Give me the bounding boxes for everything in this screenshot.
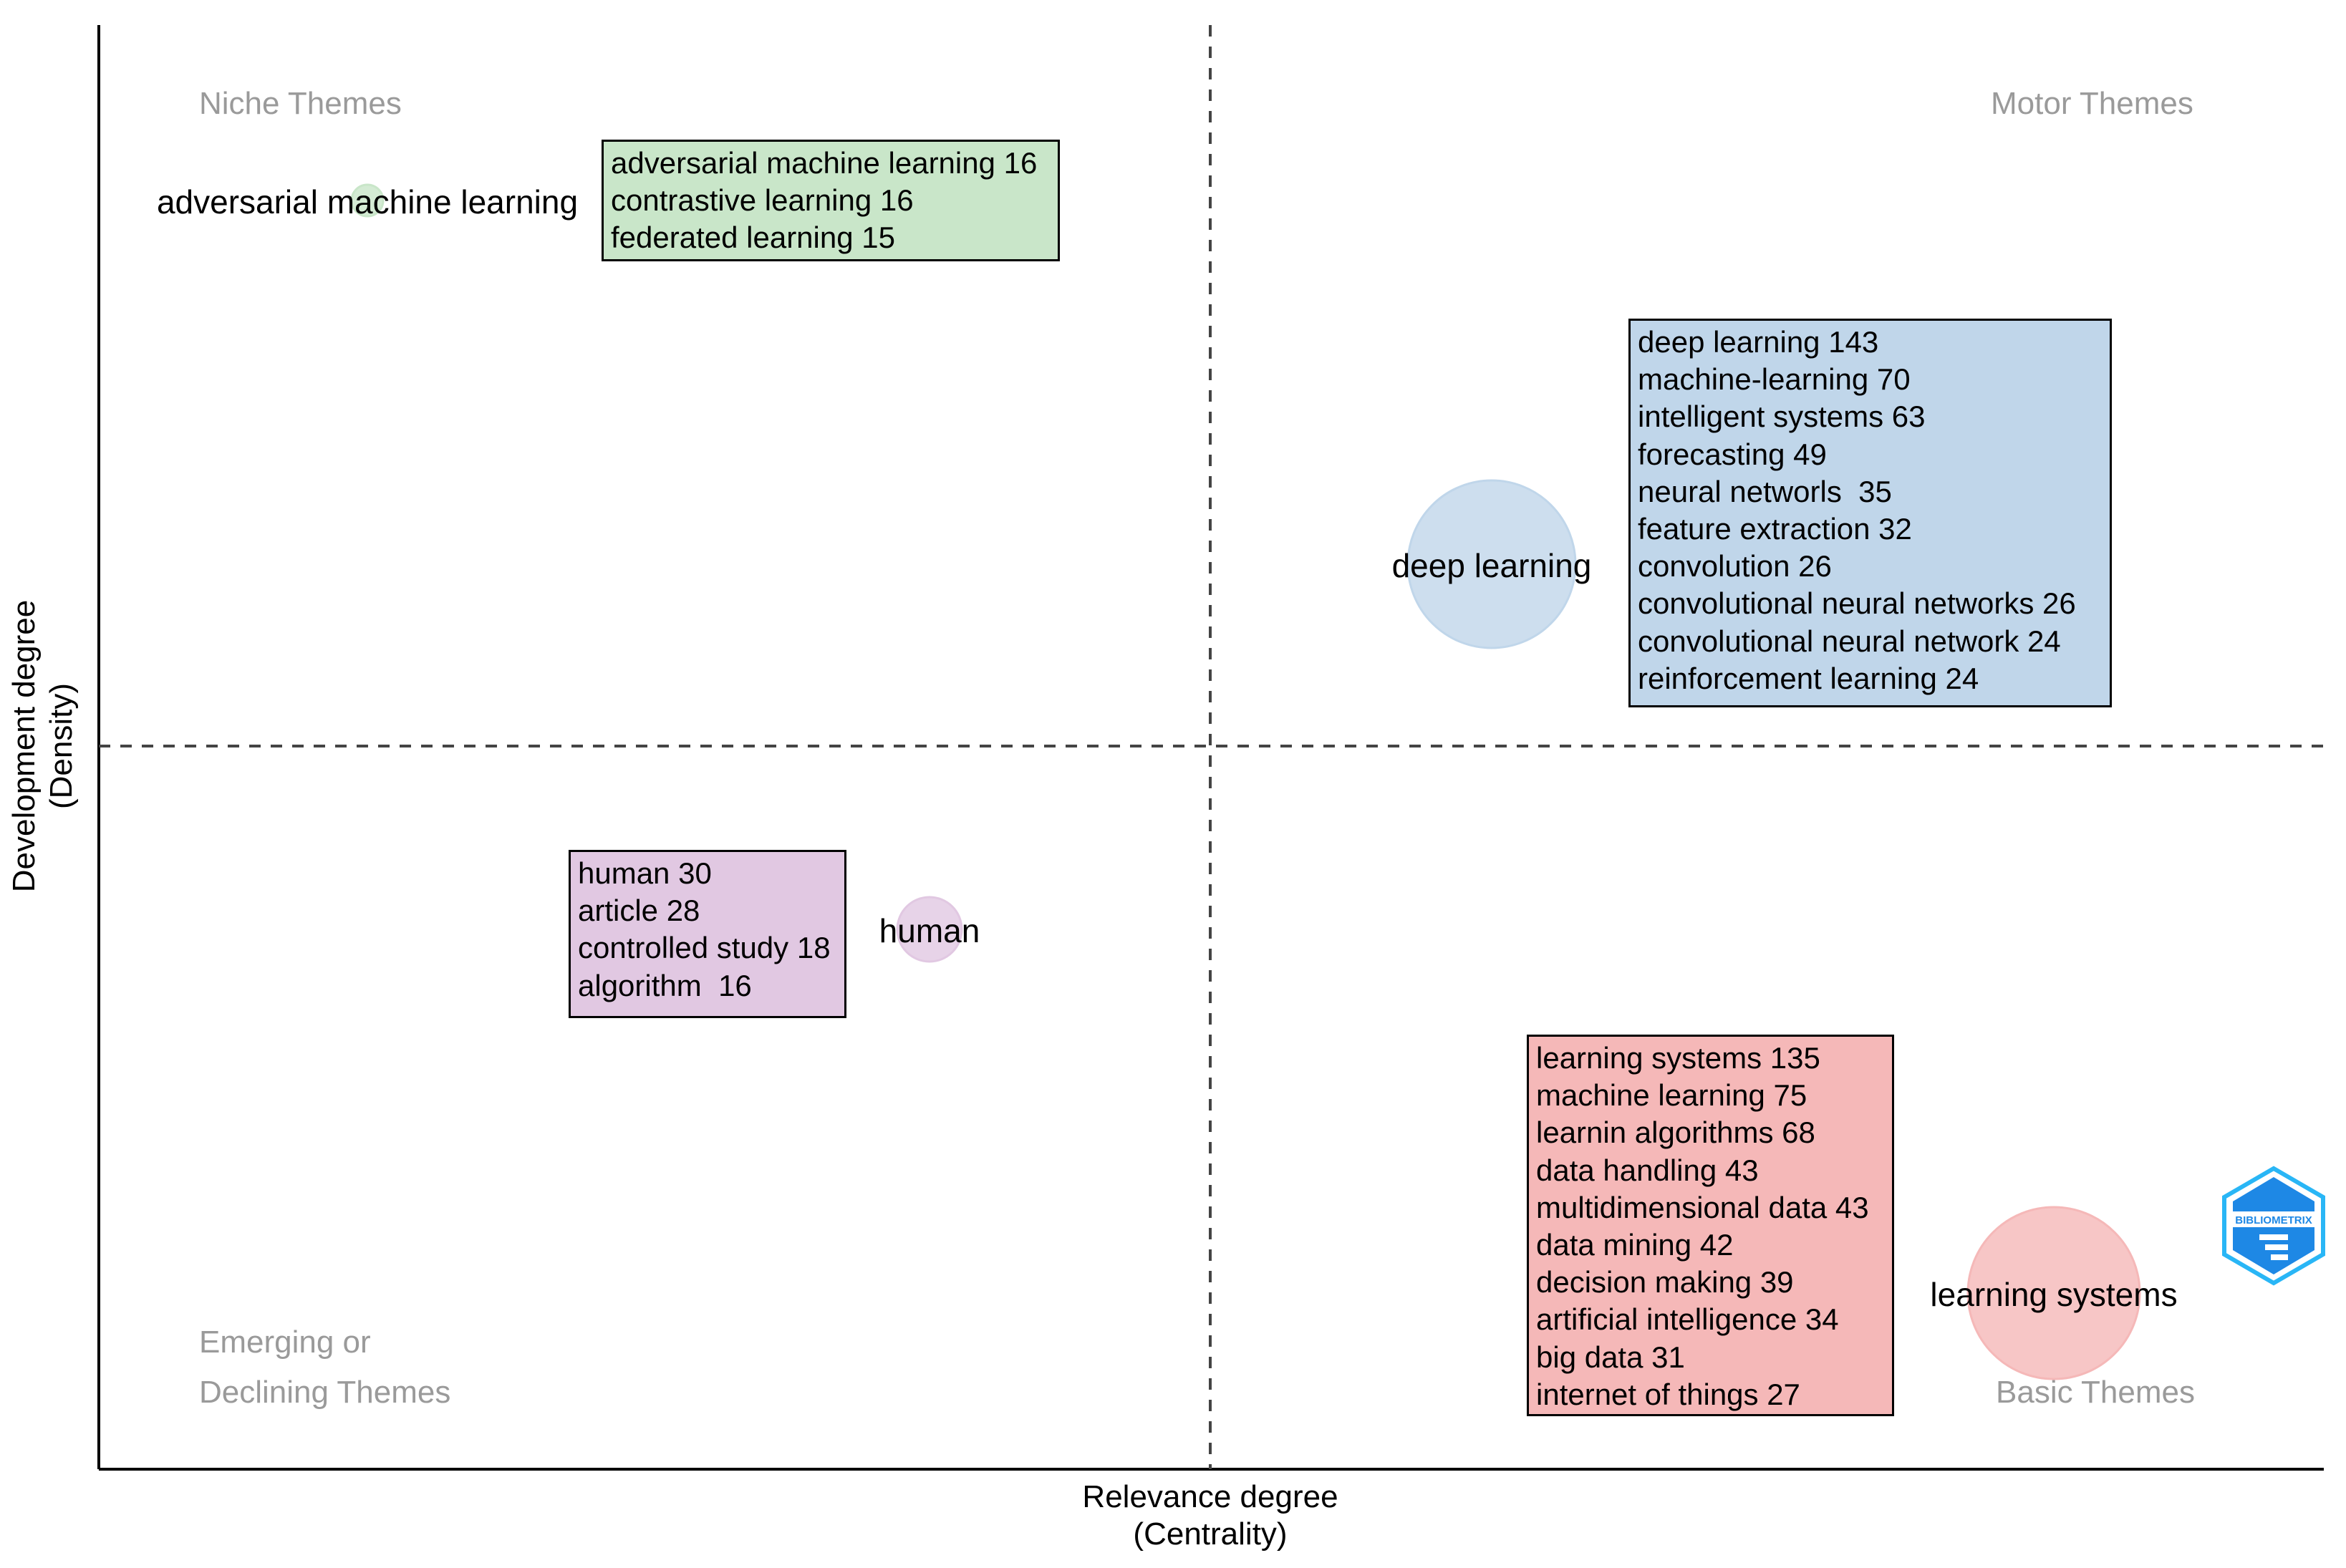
cluster-term: learnin algorithms 68 [1536, 1115, 1815, 1150]
cluster-term: learning systems 135 [1536, 1041, 1820, 1075]
cluster-term: controlled study 18 [578, 931, 831, 965]
cluster-term: internet of things 27 [1536, 1377, 1800, 1411]
cluster-term: machine-learning 70 [1638, 362, 1911, 397]
quadrant-top-left: Niche Themes [199, 79, 402, 129]
quadrant-bottom-right: Basic Themes [1996, 1368, 2195, 1418]
cluster-term: algorithm 16 [578, 968, 752, 1002]
quadrant-label: Declining Themes [199, 1375, 451, 1410]
cluster-term: reinforcement learning 24 [1638, 661, 1979, 695]
cluster-term: convolution 26 [1638, 549, 1832, 584]
bubble-label-learning-systems: learning systems [1930, 1276, 2178, 1313]
cluster-term: human 30 [578, 856, 712, 890]
cluster-term: convolutional neural network 24 [1638, 624, 2061, 658]
cluster-term: adversarial machine learning 16 [611, 146, 1038, 180]
cluster-term: decision making 39 [1536, 1265, 1794, 1300]
quadrant-label: Motor Themes [1991, 86, 2193, 121]
bubble-label-human: human [879, 912, 980, 949]
cluster-term: forecasting 49 [1638, 437, 1827, 471]
cluster-term: federated learning 15 [611, 221, 895, 255]
cluster-term: convolutional neural networks 26 [1638, 586, 2076, 621]
cluster-term: machine learning 75 [1536, 1078, 1807, 1113]
cluster-term: data mining 42 [1536, 1228, 1734, 1262]
y-axis-title: Development degree (Density) [6, 599, 79, 893]
bubble-label-deep-learning: deep learning [1391, 547, 1592, 584]
bibliometrix-logo: BIBLIOMETRIX [2222, 1166, 2325, 1286]
cluster-term: artificial intelligence 34 [1536, 1302, 1839, 1337]
cluster-term: intelligent systems 63 [1638, 400, 1926, 434]
cluster-bubble [896, 896, 963, 963]
quadrant-label: Niche Themes [199, 86, 402, 121]
quadrant-label: Emerging or [199, 1325, 371, 1360]
bubble-label-adversarial: adversarial machine learning [156, 183, 579, 221]
cluster-bubble [350, 183, 385, 218]
cluster-bubble [1406, 479, 1577, 649]
cluster-term: multidimensional data 43 [1536, 1190, 1869, 1224]
cluster-term: big data 31 [1536, 1340, 1685, 1374]
quadrant-bottom-left: Emerging or Declining Themes [199, 1317, 450, 1418]
logo-text: BIBLIOMETRIX [2235, 1214, 2312, 1226]
cluster-term: deep learning 143 [1638, 325, 1879, 359]
cluster-bubble [1966, 1206, 2141, 1380]
cluster-term: article 28 [578, 894, 700, 928]
cluster-term: feature extraction 32 [1638, 512, 1912, 546]
quadrant-top-right: Motor Themes [1991, 79, 2193, 129]
cluster-term: neural networls 35 [1638, 474, 1892, 508]
quadrant-label: Basic Themes [1996, 1375, 2195, 1410]
cluster-term: contrastive learning 16 [611, 183, 914, 218]
cluster-term: data handling 43 [1536, 1153, 1759, 1187]
x-axis-title: Relevance degree (Centrality) [1082, 1479, 1338, 1552]
